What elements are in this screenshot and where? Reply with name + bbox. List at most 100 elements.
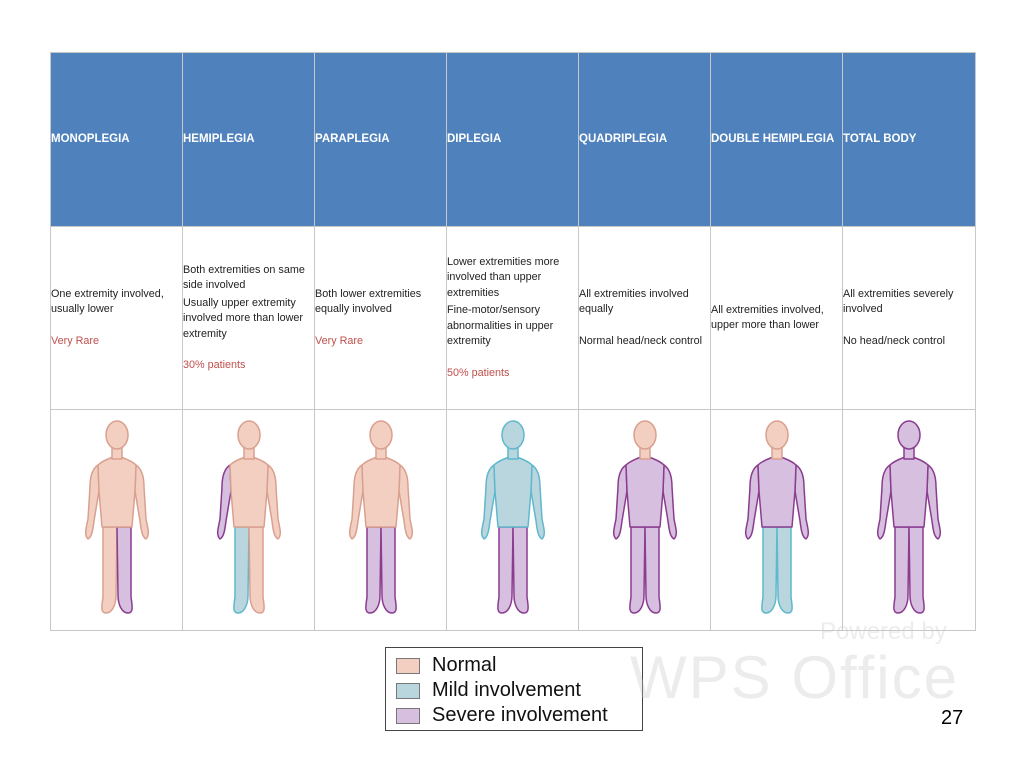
desc-quadriplegia: All extremities involved equally Normal … xyxy=(578,226,711,410)
description-text: Both lower extremities equally involved xyxy=(315,287,422,316)
figure-head xyxy=(500,420,525,450)
body-figure-double-hemiplegia xyxy=(744,420,809,614)
header-diplegia: DIPLEGIA xyxy=(446,52,579,227)
figure-left-arm xyxy=(348,464,364,540)
header-quadriplegia: QUADRIPLEGIA xyxy=(578,52,711,227)
figure-cell xyxy=(50,409,183,631)
figure-torso xyxy=(624,456,665,528)
figure-cell xyxy=(578,409,711,631)
figure-left-arm xyxy=(480,464,496,540)
header-monoplegia: MONOPLEGIA xyxy=(50,52,183,227)
figure-right-arm xyxy=(793,464,809,540)
description-text: All extremities involved, upper more tha… xyxy=(711,303,824,332)
figure-right-leg xyxy=(908,526,925,614)
header-row: MONOPLEGIA HEMIPLEGIA PARAPLEGIA DIPLEGI… xyxy=(50,52,976,227)
figure-torso xyxy=(96,456,137,528)
desc-hemiplegia: Both extremities on same side involved U… xyxy=(182,226,315,410)
legend-swatch xyxy=(396,683,420,699)
legend-label: Mild involvement xyxy=(432,679,581,701)
figure-right-leg xyxy=(115,526,133,614)
header-hemiplegia: HEMIPLEGIA xyxy=(182,52,315,227)
body-figure-quadriplegia xyxy=(612,420,677,614)
figure-right-arm xyxy=(133,464,149,540)
figure-left-leg xyxy=(232,526,250,614)
header-paraplegia: PARAPLEGIA xyxy=(314,52,447,227)
prevalence-text: Very Rare xyxy=(51,334,100,347)
header-double-hemiplegia: DOUBLE HEMIPLEGIA xyxy=(710,52,843,227)
figure-head xyxy=(368,420,393,450)
figure-right-arm xyxy=(661,464,677,540)
figure-head xyxy=(104,420,129,450)
prevalence-text: 50% patients xyxy=(447,366,510,379)
figure-left-arm xyxy=(612,464,628,540)
header-total-body: TOTAL BODY xyxy=(842,52,976,227)
body-figure-total-body xyxy=(876,420,942,614)
figure-head xyxy=(897,420,921,450)
figure-cell xyxy=(182,409,315,631)
figure-right-arm xyxy=(926,464,942,540)
body-figure-diplegia xyxy=(480,420,545,614)
desc-diplegia: Lower extremities more involved than upp… xyxy=(446,226,579,410)
figure-left-arm xyxy=(84,464,100,540)
figure-head xyxy=(764,420,789,450)
desc-paraplegia: Both lower extremities equally involved … xyxy=(314,226,447,410)
figure-cell xyxy=(314,409,447,631)
description-text: Normal head/neck control xyxy=(579,334,703,347)
legend: Normal Mild involvement Severe involveme… xyxy=(385,647,643,731)
figure-torso xyxy=(228,456,269,528)
body-figure-hemiplegia xyxy=(216,420,281,614)
figure-right-arm xyxy=(265,464,281,540)
figure-right-leg xyxy=(775,526,793,614)
figure-head xyxy=(632,420,657,450)
legend-label: Normal xyxy=(432,654,497,676)
figure-right-leg xyxy=(379,526,397,614)
page-number: 27 xyxy=(941,707,964,729)
figure-cell xyxy=(446,409,579,631)
legend-swatch xyxy=(396,658,420,674)
figure-left-leg xyxy=(893,526,910,614)
legend-label: Severe involvement xyxy=(432,704,608,726)
figure-right-leg xyxy=(643,526,661,614)
figure-left-leg xyxy=(364,526,382,614)
figure-left-leg xyxy=(100,526,118,614)
desc-monoplegia: One extremity involved, usually lower Ve… xyxy=(50,226,183,410)
body-figure-monoplegia xyxy=(84,420,149,614)
classification-table: MONOPLEGIA HEMIPLEGIA PARAPLEGIA DIPLEGI… xyxy=(50,52,976,631)
figure-torso xyxy=(889,456,929,528)
description-text: One extremity involved, usually lower xyxy=(51,287,164,316)
description-row: One extremity involved, usually lower Ve… xyxy=(50,226,976,410)
figure-cell xyxy=(842,409,976,631)
figure-left-leg xyxy=(496,526,514,614)
figure-torso xyxy=(492,456,533,528)
figure-left-leg xyxy=(628,526,646,614)
figure-right-arm xyxy=(397,464,413,540)
figure-cell xyxy=(710,409,843,631)
figure-row xyxy=(50,409,976,631)
body-figure-paraplegia xyxy=(348,420,413,614)
desc-total-body: All extremities severely involved No hea… xyxy=(842,226,976,410)
description-text: Lower extremities more involved than upp… xyxy=(447,255,560,299)
description-text: All extremities involved equally xyxy=(579,287,689,316)
figure-left-arm xyxy=(216,464,232,540)
figure-left-arm xyxy=(744,464,760,540)
prevalence-text: 30% patients xyxy=(183,359,246,371)
prevalence-text: Very Rare xyxy=(315,334,364,347)
watermark: Powered by WPS Office xyxy=(630,618,960,718)
figure-head xyxy=(236,420,261,450)
desc-double-hemiplegia: All extremities involved, upper more tha… xyxy=(710,226,843,410)
figure-right-arm xyxy=(529,464,545,540)
description-text: All extremities severely involved xyxy=(843,287,954,316)
figure-left-leg xyxy=(760,526,778,614)
figure-right-leg xyxy=(511,526,529,614)
watermark-powered-by: Powered by xyxy=(820,618,947,645)
description-text: No head/neck control xyxy=(843,334,946,347)
figure-right-leg xyxy=(247,526,265,614)
description-text: Usually upper extremity involved more th… xyxy=(183,296,304,340)
watermark-brand: WPS Office xyxy=(630,644,959,711)
figure-torso xyxy=(756,456,797,528)
legend-swatch xyxy=(396,708,420,724)
figure-left-arm xyxy=(876,464,892,540)
description-text: Fine-motor/sensory abnormalities in uppe… xyxy=(447,304,554,348)
figure-torso xyxy=(360,456,401,528)
description-text: Both extremities on same side involved xyxy=(183,263,305,292)
